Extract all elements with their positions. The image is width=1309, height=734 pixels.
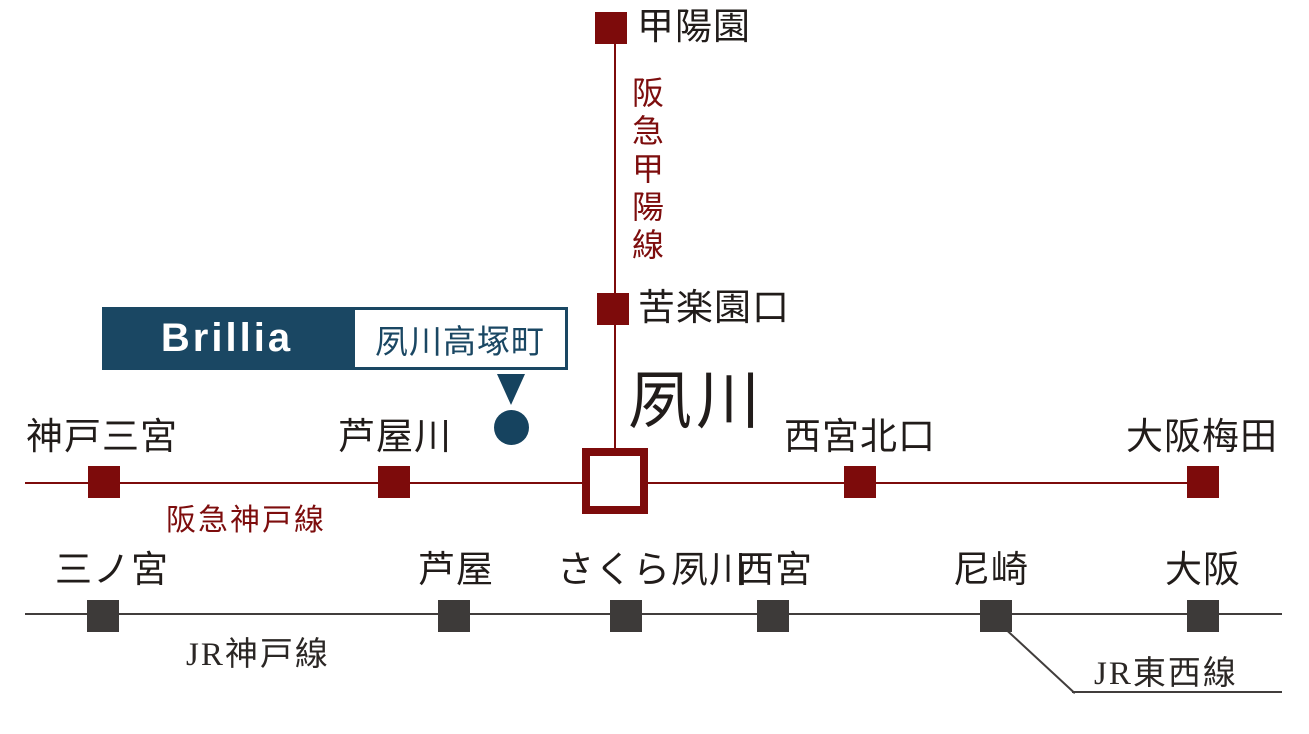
- hankyu-koyo-line: [614, 28, 616, 483]
- station-marker-amagasaki: [980, 600, 1012, 632]
- line-label-hankyu-koyo: 阪急甲陽線: [628, 76, 664, 266]
- station-label-sakura-shukugawa: さくら夙川: [557, 550, 747, 591]
- station-marker-sannomiya: [87, 600, 119, 632]
- station-label-nishinomiya-kitaguchi: 西宮北口: [784, 417, 936, 458]
- station-marker-osaka-umeda: [1187, 466, 1219, 498]
- station-label-ashiyagawa: 芦屋川: [338, 417, 452, 458]
- line-label-jr-tozai: JR東西線: [1094, 656, 1238, 692]
- property-name-label: 夙川高塚町: [375, 322, 545, 360]
- location-pin-triangle-icon: [497, 374, 525, 405]
- brillia-logo-text: Brillia: [160, 316, 294, 360]
- station-marker-ashiya: [438, 600, 470, 632]
- station-label-osaka-umeda: 大阪梅田: [1126, 417, 1278, 458]
- brillia-logo-box: Brillia: [102, 307, 352, 370]
- jr-kobe-line: [25, 613, 1282, 615]
- station-marker-kurakuenguchi: [597, 293, 629, 325]
- jr-tozai-line-branch: [1006, 630, 1076, 694]
- station-marker-koyoen: [595, 12, 627, 44]
- station-label-shukugawa: 夙川: [628, 366, 764, 437]
- property-name-box: 夙川高塚町: [352, 307, 568, 370]
- station-marker-nishinomiya-kitaguchi: [844, 466, 876, 498]
- station-label-amagasaki: 尼崎: [953, 550, 1029, 591]
- station-label-koyoen: 甲陽園: [637, 7, 751, 48]
- station-label-kurakuenguchi: 苦楽園口: [638, 288, 790, 329]
- station-label-nishinomiya: 西宮: [737, 550, 813, 591]
- line-label-hankyu-kobe: 阪急神戸線: [166, 504, 326, 537]
- station-label-osaka: 大阪: [1165, 550, 1241, 591]
- station-marker-nishinomiya: [757, 600, 789, 632]
- station-label-sannomiya: 三ノ宮: [55, 550, 169, 591]
- station-label-kobe-sannomiya: 神戸三宮: [26, 417, 178, 458]
- station-label-ashiya: 芦屋: [418, 550, 494, 591]
- jr-tozai-line: [1072, 691, 1282, 693]
- station-marker-sakura-shukugawa: [610, 600, 642, 632]
- station-marker-ashiyagawa: [378, 466, 410, 498]
- line-label-jr-kobe: JR神戸線: [186, 637, 330, 673]
- station-marker-kobe-sannomiya: [88, 466, 120, 498]
- location-pin-dot-icon: [494, 410, 529, 445]
- station-marker-shukugawa: [582, 448, 648, 514]
- station-marker-osaka: [1187, 600, 1219, 632]
